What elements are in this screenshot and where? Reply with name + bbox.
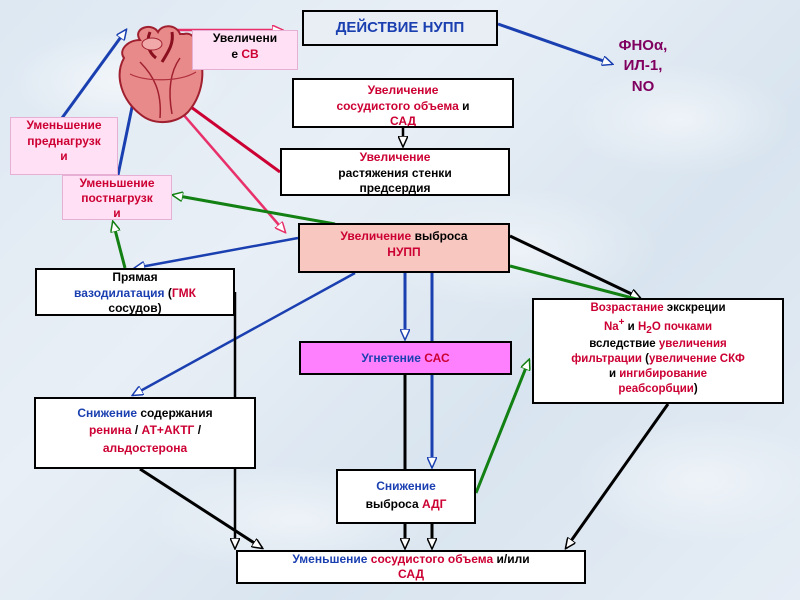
nupp-release-increase: Увеличение: [340, 229, 412, 243]
excretion-line4c: увеличение СКФ: [649, 353, 745, 365]
cardiac-output-box: Увеличени е СВ: [192, 30, 298, 70]
volume-sad-line2a: сосудистого объема: [336, 98, 459, 113]
excretion-box: Возрастание экскреции Na+ и H2O почками …: [532, 298, 784, 404]
atrial-stretch-line2: растяжения стенки: [338, 165, 452, 180]
volume-decrease-part3: и/или: [493, 552, 530, 566]
volume-decrease-part2: сосудистого объема: [367, 552, 494, 566]
page-title: ДЕЙСТВИЕ НУПП: [302, 10, 498, 46]
preload-line2: преднагрузк: [27, 133, 101, 148]
volume-sad-line2b: и: [458, 98, 470, 113]
preload-line1: Уменьшение: [26, 118, 102, 132]
excretion-na-plus: +: [618, 316, 625, 328]
volume-sad-line3: САД: [389, 114, 417, 128]
excretion-line6a: реабсорбции: [618, 382, 694, 395]
renin-box: Снижение содержания ренина / АТ+АКТГ / а…: [34, 397, 256, 469]
excretion-line5a: и: [608, 367, 620, 380]
arrow-title-to-mediators: [497, 22, 612, 64]
heart-icon: [118, 25, 204, 123]
arrow-renin-to-volume: [139, 467, 262, 548]
adh-line2b: АДГ: [421, 497, 447, 511]
excretion-h: H: [637, 320, 647, 333]
mediators-label: ФНОα, ИЛ-1, NO: [598, 36, 688, 106]
excretion-h2: 2: [646, 325, 652, 337]
renin-line2c: АТ+АКТГ: [141, 423, 195, 438]
excretion-line5b: ингибирование: [619, 367, 708, 380]
nupp-release-nupp: НУПП: [387, 244, 421, 259]
renin-line2d: /: [194, 423, 202, 438]
vasodilation-line3: сосудов): [108, 301, 162, 316]
excretion-line4a: фильтрации: [571, 353, 642, 365]
excretion-and: и: [624, 320, 638, 333]
volume-sad-increase-box: Увеличение сосудистого объема и САД: [292, 78, 514, 128]
adh-line1: Снижение: [376, 479, 436, 493]
vasodilation-line2a: вазодилатация: [74, 285, 165, 300]
vasodilation-line1: Прямая: [112, 270, 158, 284]
vasodilation-line2c: ГМК: [171, 285, 196, 300]
mediator-no: NO: [631, 77, 655, 95]
arrow-nupp-to-excretion: [509, 234, 640, 300]
volume-sad-line1: Увеличение: [367, 83, 439, 97]
renin-line3: альдостерона: [102, 440, 188, 455]
excretion-line4b: (: [641, 353, 650, 365]
adh-box: Снижение выброса АДГ: [336, 469, 476, 524]
renin-line1a: Снижение: [77, 406, 137, 420]
atrial-stretch-box: Увеличение растяжения стенки предсердия: [280, 148, 510, 196]
arrow-adh-to-excretion: [474, 360, 529, 494]
atrial-stretch-line1: Увеличение: [359, 150, 431, 164]
mediator-il1: ИЛ-1,: [623, 57, 663, 75]
sas-inhibition-word: Угнетение: [361, 351, 425, 365]
renin-line2a: ренина: [88, 423, 132, 438]
preload-line3: и: [60, 149, 68, 164]
afterload-box: Уменьшение постнагрузк и: [62, 175, 172, 220]
volume-decrease-box: Уменьшение сосудистого объема и/или САД: [236, 550, 586, 584]
arrow-excretion-to-volume: [566, 403, 670, 548]
afterload-line2: постнагрузк: [81, 191, 153, 205]
sas-label: САС: [424, 351, 450, 365]
adh-line2a: выброса: [365, 497, 422, 511]
mediator-tnf: ФНОα,: [618, 37, 668, 54]
cardiac-output-line2: е: [231, 46, 242, 61]
excretion-line3b: увеличения: [658, 338, 727, 351]
preload-box: Уменьшение преднагрузк и: [10, 117, 118, 175]
afterload-line1: Уменьшение: [79, 176, 155, 190]
nupp-release-word: выброса: [411, 229, 468, 243]
excretion-line3a: вследствие: [589, 338, 659, 351]
arrow-nupp-to-renin: [133, 271, 356, 395]
vasodilation-box: Прямая вазодилатация (ГМК сосудов): [35, 268, 235, 316]
afterload-line3: и: [113, 206, 121, 220]
cardiac-output-line1: Увеличени: [212, 31, 278, 45]
volume-decrease-line2: САД: [397, 567, 425, 581]
excretion-na: Na: [603, 320, 619, 333]
renin-line1b: содержания: [137, 406, 213, 420]
excretion-o-kidneys: O почками: [651, 320, 713, 333]
renin-line2b: /: [131, 423, 142, 438]
nupp-release-box: Увеличение выброса НУПП: [298, 223, 510, 273]
title-text: ДЕЙСТВИЕ НУПП: [335, 19, 465, 36]
vasodilation-line2b: (: [164, 285, 172, 300]
arrow-preload-to-heart: [60, 30, 126, 119]
arrow-nupp-to-excretion-green: [509, 264, 641, 302]
arrow-nupp-to-afterload: [173, 195, 336, 226]
volume-decrease-part1: Уменьшение: [292, 552, 368, 566]
excretion-line6b: ): [693, 382, 698, 395]
arrow-nupp-to-vasodilation: [135, 236, 299, 268]
atrial-stretch-line3: предсердия: [359, 181, 431, 196]
sas-inhibition-box: Угнетение САС: [299, 341, 512, 375]
excretion-line1a: Возрастание: [590, 302, 664, 314]
arrow-vasodilation-to-afterload: [113, 222, 127, 269]
cardiac-output-cv: СВ: [241, 46, 259, 61]
excretion-line1b: экскреции: [663, 302, 726, 314]
